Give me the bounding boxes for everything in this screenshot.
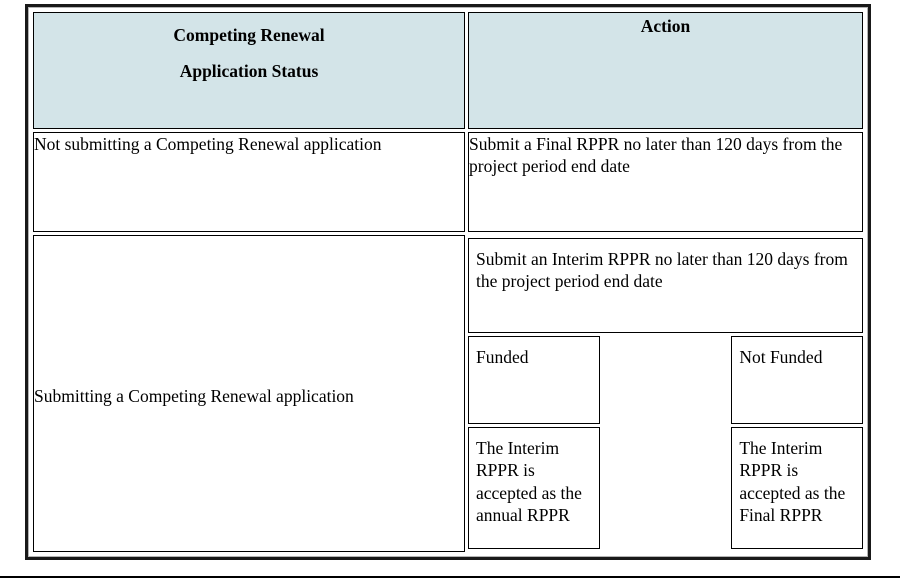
subtable-row-outcome-results: The Interim RPPR is accepted as the annu… [468, 427, 863, 549]
table-header-row: Competing Renewal Application Status Act… [33, 12, 863, 129]
subtable-column-gap-2 [600, 427, 732, 549]
subtable-row-outcome-labels: Funded Not Funded [468, 336, 863, 424]
subtable-row-interim: Submit an Interim RPPR no later than 120… [468, 238, 863, 333]
column-header-action-label: Action [640, 16, 691, 36]
cell-outcome-label-funded: Funded [468, 336, 600, 424]
table-outer-frame: Competing Renewal Application Status Act… [25, 4, 871, 560]
cell-outcome-label-not-funded: Not Funded [731, 336, 863, 424]
cell-action-interim-rppr: Submit an Interim RPPR no later than 120… [468, 238, 863, 333]
table-row-submitting: Submitting a Competing Renewal applicati… [33, 235, 863, 552]
column-header-competing-renewal-application-status: Competing Renewal Application Status [33, 12, 465, 129]
column-header-line-1: Competing Renewal [173, 25, 325, 45]
subtable-column-gap [600, 336, 732, 424]
cell-action-final-rppr: Submit a Final RPPR no later than 120 da… [468, 132, 863, 232]
cell-status-submitting: Submitting a Competing Renewal applicati… [33, 235, 465, 552]
action-subtable: Submit an Interim RPPR no later than 120… [468, 235, 863, 552]
cell-outcome-result-annual-rppr: The Interim RPPR is accepted as the annu… [468, 427, 600, 549]
rppr-requirements-table: Competing Renewal Application Status Act… [30, 9, 866, 555]
column-header-action: Action [468, 12, 863, 129]
cell-status-not-submitting: Not submitting a Competing Renewal appli… [33, 132, 465, 232]
column-header-line-2: Application Status [179, 61, 319, 82]
table-row-not-submitting: Not submitting a Competing Renewal appli… [33, 132, 863, 232]
cell-action-submitting-group: Submit an Interim RPPR no later than 120… [468, 235, 863, 552]
cell-outcome-result-final-rppr: The Interim RPPR is accepted as the Fina… [731, 427, 863, 549]
page-bottom-divider [0, 576, 900, 578]
